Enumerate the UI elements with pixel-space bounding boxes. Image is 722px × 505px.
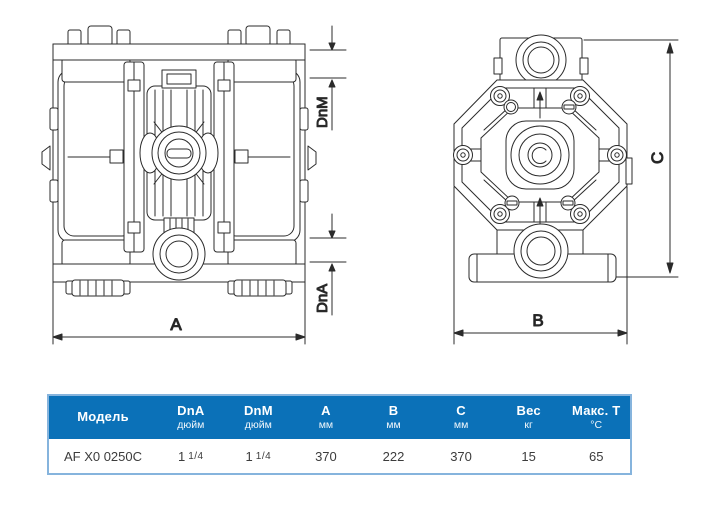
- dim-label-b: B: [532, 311, 543, 330]
- col-header-model-label: Модель: [77, 409, 129, 425]
- col-header-model: Модель: [49, 396, 157, 439]
- flow-up-arrow-bottom: [536, 197, 544, 225]
- dnm-dimension: DnM: [309, 25, 347, 131]
- cell-weight: 15: [521, 448, 536, 464]
- cell-dna-frac: 1/4: [188, 450, 204, 462]
- col-header-dna-unit: дюйм: [177, 418, 205, 431]
- pump-side-view-drawing: [453, 34, 679, 345]
- cell-dnm-whole: 1: [245, 448, 253, 464]
- pump-front-view-drawing: [41, 25, 317, 345]
- dim-label-dna: DnA: [314, 284, 331, 313]
- col-header-b-unit: мм: [386, 418, 401, 431]
- cell-c: 370: [450, 448, 472, 464]
- col-header-weight: Вес кг: [495, 396, 563, 439]
- col-header-dnm-unit: дюйм: [244, 418, 272, 431]
- cell-model: AF X0 0250C: [63, 448, 143, 464]
- bolt-circles: [453, 86, 627, 224]
- col-header-maxt-label: Макс. Т: [572, 403, 621, 418]
- c-dimension: C: [648, 42, 674, 274]
- cell-dnm-frac: 1/4: [255, 450, 272, 462]
- col-header-dnm: DnM дюйм: [225, 396, 293, 439]
- dim-label-a: A: [170, 315, 182, 334]
- col-header-dnm-label: DnM: [243, 403, 273, 418]
- b-dimension: B: [453, 311, 628, 337]
- col-header-weight-label: Вес: [516, 403, 541, 418]
- dim-label-dnm: DnM: [314, 96, 331, 128]
- flow-up-arrow-top: [536, 91, 544, 119]
- col-header-dna-label: DnA: [177, 403, 205, 418]
- col-header-a-unit: мм: [318, 418, 334, 431]
- cell-b: 222: [382, 448, 405, 464]
- col-header-dna: DnA дюйм: [157, 396, 225, 439]
- col-header-weight-unit: кг: [524, 418, 533, 431]
- col-header-maxt: Макс. Т °С: [562, 396, 630, 439]
- col-header-c-label: C: [456, 403, 466, 418]
- pump-dimension-drawing: DnM DnA A: [41, 25, 679, 345]
- col-header-b: B мм: [360, 396, 428, 439]
- col-header-maxt-unit: °С: [590, 418, 603, 431]
- col-header-a-label: A: [321, 403, 331, 418]
- cell-a: 370: [315, 448, 337, 464]
- dim-label-c: C: [648, 152, 667, 164]
- spec-table-header: Модель DnA дюйм DnM дюйм A мм B мм C мм: [49, 396, 630, 439]
- col-header-a: A мм: [292, 396, 360, 439]
- cell-dna-whole: 1: [177, 448, 186, 464]
- col-header-c-unit: мм: [453, 418, 469, 431]
- spec-table: Модель DnA дюйм DnM дюйм A мм B мм C мм: [47, 394, 632, 475]
- col-header-c: C мм: [427, 396, 495, 439]
- cell-maxt: 65: [588, 448, 604, 464]
- col-header-b-label: B: [388, 403, 399, 418]
- a-dimension: A: [52, 315, 306, 341]
- dna-dimension: DnA: [309, 213, 347, 316]
